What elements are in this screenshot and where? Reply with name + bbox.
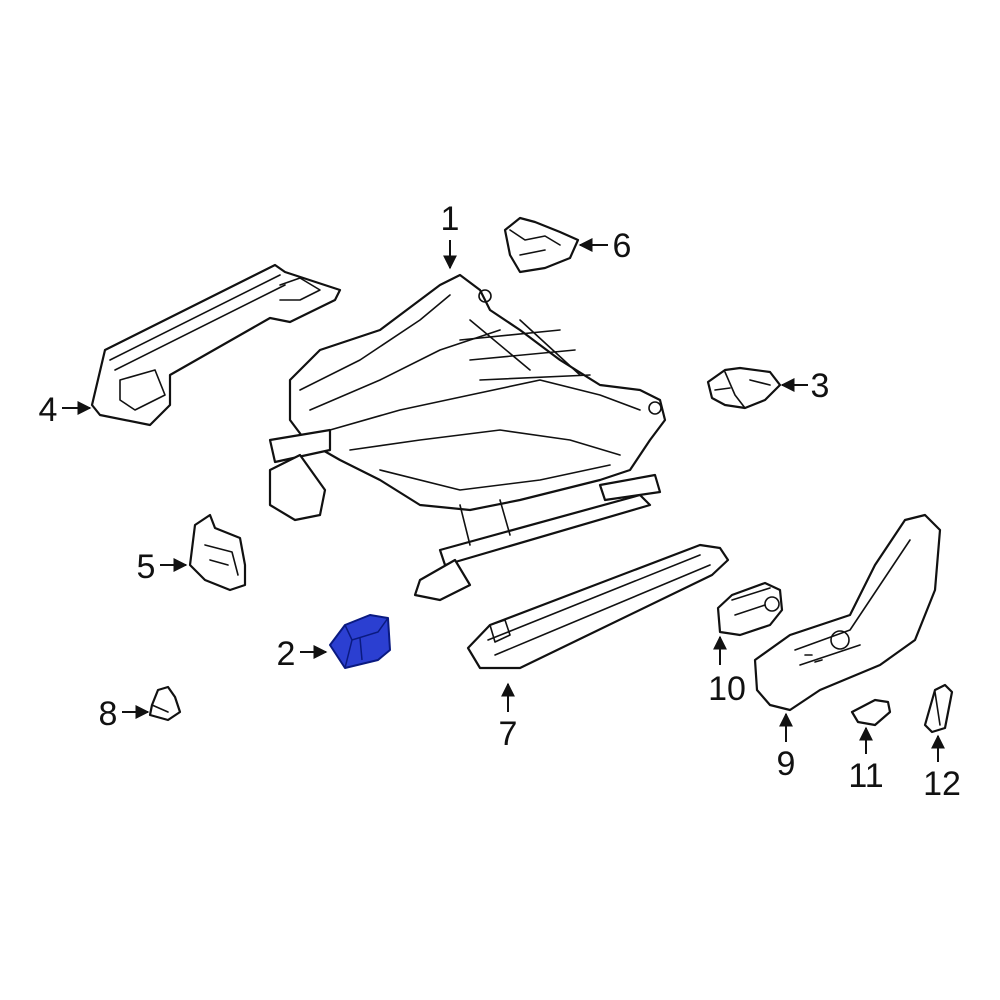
callout-6: 6 bbox=[613, 227, 632, 265]
part-7-side-shield[interactable] bbox=[466, 543, 730, 670]
callout-1: 1 bbox=[441, 200, 460, 238]
callout-8: 8 bbox=[99, 695, 118, 733]
part-2-trim-cover[interactable] bbox=[329, 614, 391, 669]
callout-10: 10 bbox=[708, 670, 746, 708]
part-8-cap[interactable] bbox=[148, 685, 182, 722]
part-10-switch-module[interactable] bbox=[716, 581, 784, 637]
callout-4: 4 bbox=[39, 391, 58, 429]
part-9-side-trim-panel[interactable] bbox=[753, 513, 942, 712]
callout-2: 2 bbox=[277, 635, 296, 673]
part-1-seat-frame[interactable] bbox=[268, 273, 667, 602]
callout-12: 12 bbox=[923, 765, 961, 803]
callout-9: 9 bbox=[777, 745, 796, 783]
part-5-small-cover[interactable] bbox=[188, 513, 247, 592]
part-4-outer-track-cover[interactable] bbox=[90, 263, 342, 427]
callout-7: 7 bbox=[499, 715, 518, 753]
part-11-knob[interactable] bbox=[850, 698, 892, 727]
callout-11: 11 bbox=[848, 757, 883, 795]
part-12-knob[interactable] bbox=[923, 683, 954, 734]
part-6-upper-bracket[interactable] bbox=[503, 216, 580, 274]
callout-3: 3 bbox=[811, 367, 830, 405]
part-3-bracket[interactable] bbox=[706, 366, 782, 410]
callout-5: 5 bbox=[137, 548, 156, 586]
